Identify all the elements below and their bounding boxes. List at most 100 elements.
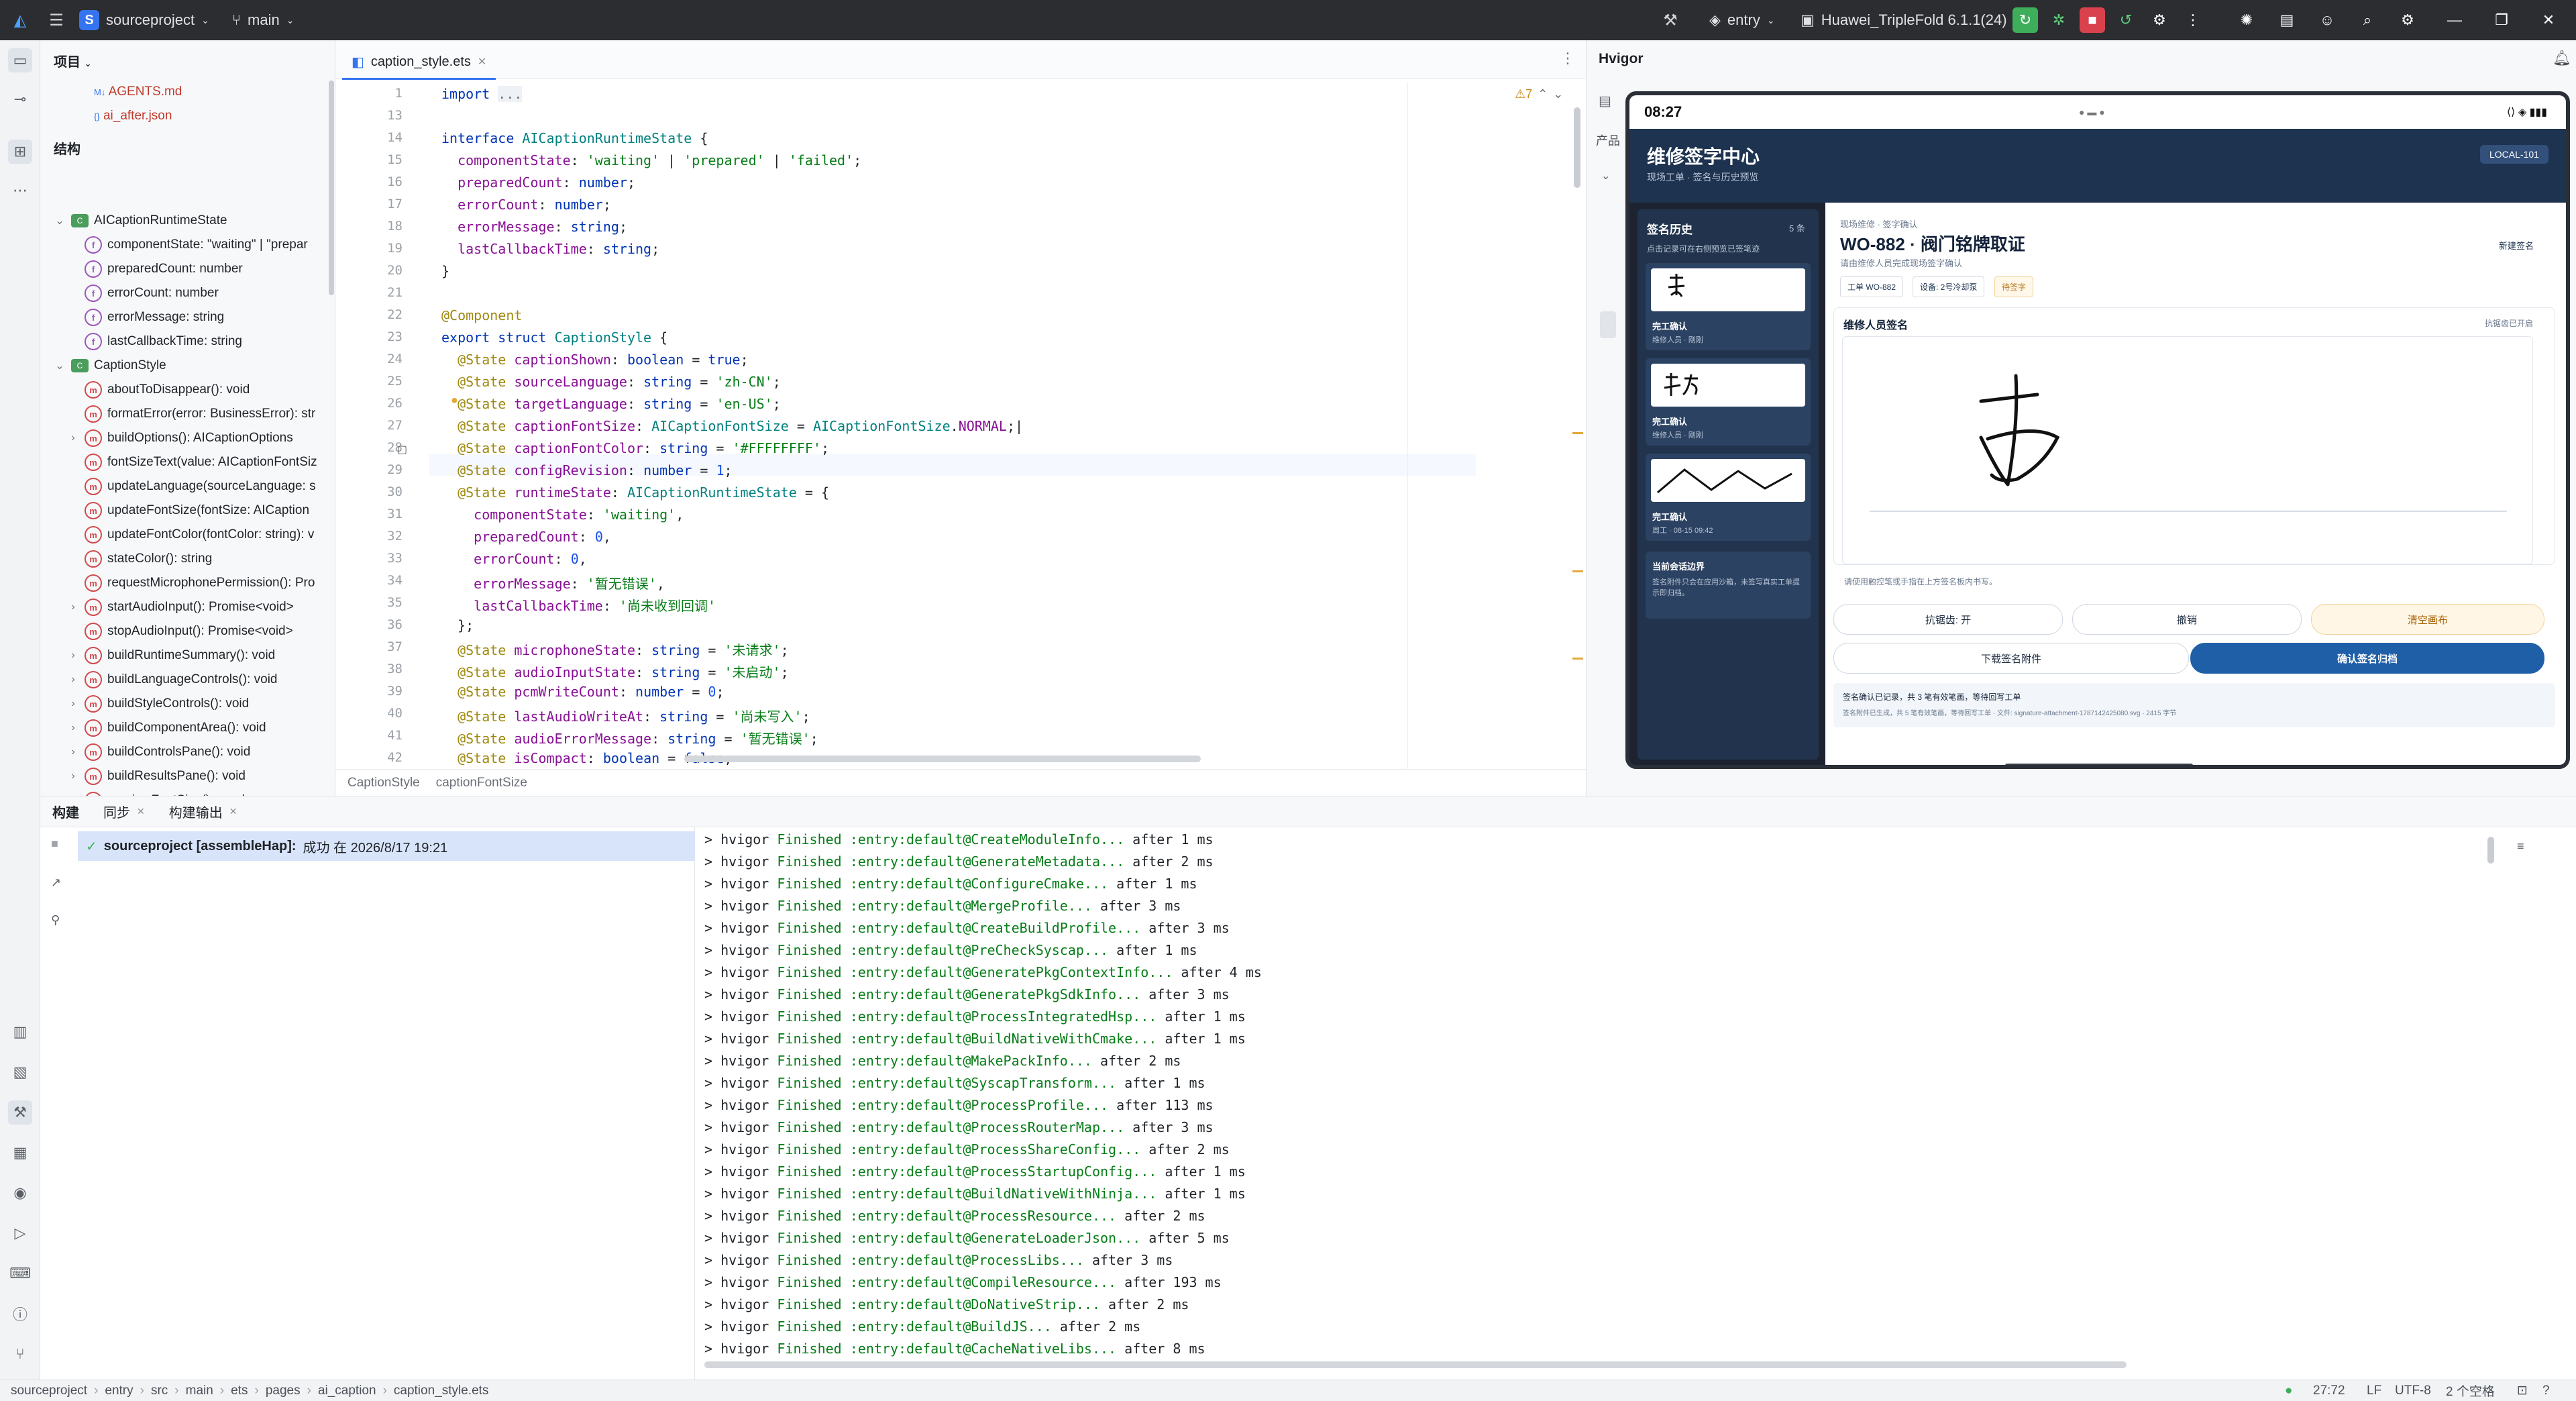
structure-icon[interactable]: ⊞	[8, 140, 32, 164]
chevron-down-icon[interactable]: ⌄	[1601, 170, 1611, 182]
project-panel-title[interactable]: 项目 ⌄	[54, 55, 92, 70]
code-line[interactable]: @Component	[441, 307, 523, 323]
chevron-right-icon[interactable]: ›	[71, 770, 75, 782]
history-item[interactable]: 完工确认 维修人员 · 刚刚	[1646, 263, 1811, 350]
line-separator[interactable]: LF	[2367, 1383, 2382, 1398]
ai-assistant-icon[interactable]: ✺	[2240, 11, 2253, 28]
editor-vertical-scrollbar[interactable]	[1574, 107, 1580, 188]
pin-icon[interactable]: ⚲	[51, 913, 60, 927]
history-item[interactable]: 完工确认 周工 · 08-15 09:42	[1646, 454, 1811, 541]
build-tool-icon[interactable]: ⚒	[8, 1100, 32, 1125]
terminal-icon[interactable]: ⌨	[9, 1265, 31, 1282]
panel-scrollbar[interactable]	[329, 81, 334, 295]
problems-icon[interactable]: ⓘ	[12, 1306, 28, 1323]
code-line[interactable]: @State targetLanguage: string = 'en-US';	[458, 396, 781, 412]
breadcrumb-item[interactable]: CaptionStyle	[347, 775, 420, 790]
notification-bell-icon[interactable]: 🔔︎	[2553, 50, 2571, 66]
chevron-right-icon[interactable]: ›	[71, 674, 75, 685]
code-line[interactable]: @State lastAudioWriteAt: string = '尚未写入'…	[458, 709, 810, 725]
code-line[interactable]: @State microphoneState: string = '未请求';	[458, 642, 789, 658]
device-selector[interactable]: ▣ Huawei_TripleFold 6.1.1(24) ⌄	[1801, 11, 2021, 29]
more-icon[interactable]: ⋮	[2186, 11, 2200, 28]
chevron-right-icon[interactable]: ›	[71, 432, 75, 444]
code-line[interactable]: };	[441, 617, 474, 633]
code-line[interactable]: export struct CaptionStyle {	[441, 329, 668, 346]
soft-wrap-icon[interactable]: ≡	[2517, 839, 2524, 853]
run-icon[interactable]: ▷	[14, 1225, 26, 1241]
code-line[interactable]: lastCallbackTime: '尚未收到回调'	[474, 598, 716, 614]
code-line[interactable]: @State sourceLanguage: string = 'zh-CN';	[458, 374, 781, 390]
build-output-log[interactable]: > hvigor Finished :entry:default@CreateM…	[704, 831, 2542, 1368]
chevron-right-icon[interactable]: ›	[71, 650, 75, 661]
collapse-handle[interactable]	[1600, 311, 1616, 338]
close-icon[interactable]: ✕	[229, 806, 237, 817]
path-segment[interactable]: caption_style.ets	[393, 1383, 489, 1398]
logcat-icon[interactable]: ▧	[13, 1063, 28, 1080]
account-icon[interactable]: ☺	[2319, 11, 2335, 28]
code-line[interactable]: @State pcmWriteCount: number = 0;	[458, 684, 724, 700]
code-line[interactable]: }	[441, 263, 450, 279]
path-segment[interactable]: src	[150, 1383, 168, 1398]
bookmark-icon[interactable]: ▢	[397, 444, 408, 456]
path-segment[interactable]: pages	[265, 1383, 301, 1398]
log-vertical-scrollbar[interactable]	[2487, 837, 2494, 864]
download-attachment-button[interactable]: 下载签名附件	[1833, 643, 2189, 674]
git-icon[interactable]: ⑂	[15, 1345, 25, 1362]
chevron-right-icon[interactable]: ›	[71, 698, 75, 709]
minimize-window-icon[interactable]: —	[2447, 11, 2462, 28]
hammer-icon[interactable]: ⚒	[1663, 11, 1678, 30]
chevron-down-icon[interactable]: ⌄	[55, 360, 64, 372]
bulb-icon[interactable]: ●	[451, 393, 458, 407]
path-segment[interactable]: entry	[105, 1383, 133, 1398]
confirm-archive-button[interactable]: 确认签名归档	[2190, 643, 2544, 674]
stop-button[interactable]: ■	[2080, 7, 2105, 33]
chevron-right-icon[interactable]: ›	[71, 746, 75, 758]
debug-icon[interactable]: ✲	[2052, 11, 2065, 28]
close-window-icon[interactable]: ✕	[2542, 11, 2555, 28]
signature-canvas[interactable]	[1842, 336, 2533, 564]
code-line[interactable]: import ...	[441, 86, 523, 102]
structure-member-item[interactable]: mpreviewFontSize(): number	[67, 789, 260, 796]
folder-icon[interactable]: ▤	[2279, 11, 2294, 28]
log-horizontal-scrollbar[interactable]	[704, 1361, 2127, 1368]
code-line[interactable]: componentState: 'waiting' | 'prepared' |…	[458, 152, 862, 168]
clear-canvas-button[interactable]: 清空画布	[2311, 604, 2544, 635]
indent-setting[interactable]: 2 个空格	[2446, 1385, 2495, 1399]
path-segment[interactable]: sourceproject	[11, 1383, 88, 1398]
chevron-right-icon[interactable]: ›	[71, 722, 75, 733]
code-line[interactable]: errorMessage: '暂无错误',	[474, 576, 665, 592]
stop-build-icon[interactable]: ■	[51, 837, 58, 850]
maximize-window-icon[interactable]: ❐	[2495, 11, 2508, 28]
code-line[interactable]: @State audioErrorMessage: string = '暂无错误…	[458, 731, 818, 747]
editor-horizontal-scrollbar[interactable]	[684, 756, 1201, 762]
settings-gear-icon[interactable]: ⚙	[2401, 11, 2414, 28]
path-segment[interactable]: main	[185, 1383, 213, 1398]
undo-button[interactable]: 撤销	[2072, 604, 2302, 635]
breadcrumb-item[interactable]: captionFontSize	[435, 775, 527, 790]
open-external-icon[interactable]: ↗	[51, 876, 62, 889]
chevron-right-icon[interactable]: ›	[71, 601, 75, 613]
project-view-icon[interactable]: ▭	[8, 48, 32, 72]
code-line[interactable]: interface AICaptionRuntimeState {	[441, 130, 708, 146]
run-config-selector[interactable]: ◈ entry ⌄	[1709, 11, 1775, 29]
close-icon[interactable]: ✕	[477, 56, 487, 68]
code-line[interactable]: lastCallbackTime: string;	[458, 241, 660, 257]
tab-caption-style-ets[interactable]: ◧ caption_style.ets ✕	[342, 46, 496, 80]
tab-build-output[interactable]: 构建输出✕	[168, 806, 237, 821]
commit-icon[interactable]: ⊸	[13, 91, 27, 107]
close-icon[interactable]: ✕	[137, 806, 145, 817]
todo-icon[interactable]: ▦	[13, 1144, 28, 1161]
